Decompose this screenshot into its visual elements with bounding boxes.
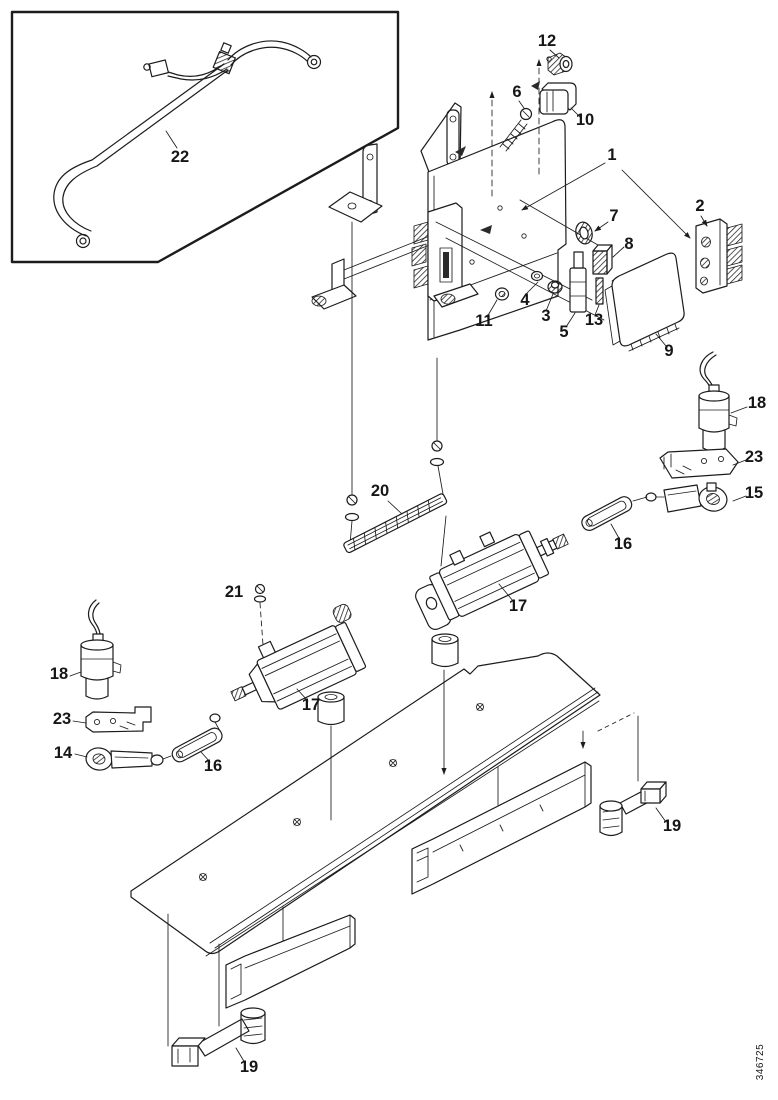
callout-4: 4 bbox=[520, 291, 530, 309]
hose-connector bbox=[143, 59, 170, 78]
callout-18-left: 18 bbox=[50, 665, 68, 683]
lever-pad bbox=[171, 1037, 206, 1067]
right-sensor-group bbox=[581, 351, 748, 541]
callout-20: 20 bbox=[371, 482, 389, 500]
valve-bank bbox=[411, 202, 463, 302]
upper-assembly bbox=[311, 49, 743, 352]
knob-3 bbox=[547, 280, 563, 294]
doc-number: 346725 bbox=[755, 1044, 766, 1080]
plug-11 bbox=[494, 287, 510, 301]
cylinder-17-right bbox=[415, 530, 569, 630]
leader-19-bottom bbox=[235, 1047, 246, 1064]
callout-22: 22 bbox=[171, 148, 189, 166]
callout-9: 9 bbox=[664, 342, 673, 360]
strip-13 bbox=[595, 277, 604, 305]
callout-8: 8 bbox=[624, 235, 633, 253]
bushing-left bbox=[317, 691, 345, 726]
callout-17-left: 17 bbox=[302, 696, 320, 714]
bracket-23-left bbox=[85, 706, 152, 733]
callout-2: 2 bbox=[695, 197, 704, 215]
relay-8 bbox=[592, 244, 613, 275]
callout-14: 14 bbox=[54, 744, 73, 762]
rail-foot-bracket bbox=[311, 258, 357, 310]
left-sensor-group bbox=[69, 599, 223, 771]
callout-15: 15 bbox=[745, 484, 763, 502]
rod-nut bbox=[209, 713, 221, 723]
callout-10: 10 bbox=[576, 111, 594, 129]
callout-6: 6 bbox=[512, 83, 521, 101]
callout-23-left: 23 bbox=[53, 710, 71, 728]
bushing-right bbox=[431, 633, 459, 668]
link-16-right bbox=[581, 496, 648, 531]
plate-foot bbox=[433, 283, 479, 308]
sensor-18-left bbox=[80, 599, 122, 700]
control-module-9 bbox=[604, 252, 685, 352]
callout-16-right: 16 bbox=[614, 535, 632, 553]
tie-bar-20 bbox=[343, 221, 448, 567]
c-channel-right bbox=[411, 761, 592, 895]
callout-19-right: 19 bbox=[663, 817, 681, 835]
screw-21 bbox=[253, 583, 267, 646]
callout-3: 3 bbox=[541, 307, 550, 325]
assembly-lines bbox=[167, 669, 639, 1047]
callout-17-right: 17 bbox=[509, 597, 527, 615]
callout-7: 7 bbox=[609, 207, 618, 225]
left-leaders bbox=[69, 671, 211, 763]
nut-4 bbox=[530, 270, 544, 282]
callout-21: 21 bbox=[225, 583, 243, 601]
clamp-15 bbox=[645, 482, 728, 513]
cylinder-17-left bbox=[209, 583, 367, 723]
connector-block-2 bbox=[695, 218, 743, 294]
callout-23-right: 23 bbox=[745, 448, 763, 466]
leader-19-right bbox=[655, 807, 667, 823]
upper-leaders bbox=[486, 49, 708, 347]
inset-detail-box bbox=[10, 10, 400, 264]
fitting-12 bbox=[546, 52, 573, 76]
valve-5 bbox=[569, 251, 587, 313]
callout-18-right: 18 bbox=[748, 394, 766, 412]
c-channel-left bbox=[225, 914, 356, 1009]
l-bracket bbox=[328, 143, 383, 223]
hose-assembly bbox=[53, 40, 322, 249]
mounting-tray bbox=[130, 652, 601, 957]
grommet-7 bbox=[575, 221, 593, 245]
lever-pad bbox=[640, 781, 667, 804]
screw-6 bbox=[499, 107, 533, 152]
link-16-left bbox=[162, 721, 223, 763]
callout-12: 12 bbox=[538, 32, 556, 50]
callout-5: 5 bbox=[559, 323, 568, 341]
callout-13: 13 bbox=[585, 311, 603, 329]
clip-10 bbox=[531, 81, 577, 115]
lever-19-bottom bbox=[171, 1007, 266, 1067]
callouts: 22 12 6 10 1 2 7 8 11 4 3 5 13 9 18 23 1… bbox=[50, 32, 766, 1076]
screw-20-left bbox=[344, 494, 360, 522]
bracket-23-right bbox=[659, 448, 739, 479]
leader-22 bbox=[165, 130, 178, 149]
callout-1: 1 bbox=[607, 146, 616, 164]
clamp-14 bbox=[85, 747, 164, 771]
callout-11: 11 bbox=[475, 312, 492, 330]
hose-t-fitting bbox=[212, 42, 236, 75]
screw-20-right bbox=[429, 440, 445, 467]
tray-screw-marks bbox=[199, 703, 484, 881]
callout-19-bottom: 19 bbox=[240, 1058, 258, 1076]
right-leaders bbox=[610, 406, 748, 541]
lever-19-right bbox=[599, 781, 667, 837]
callout-16-left: 16 bbox=[204, 757, 222, 775]
sensor-18-right bbox=[698, 351, 738, 452]
